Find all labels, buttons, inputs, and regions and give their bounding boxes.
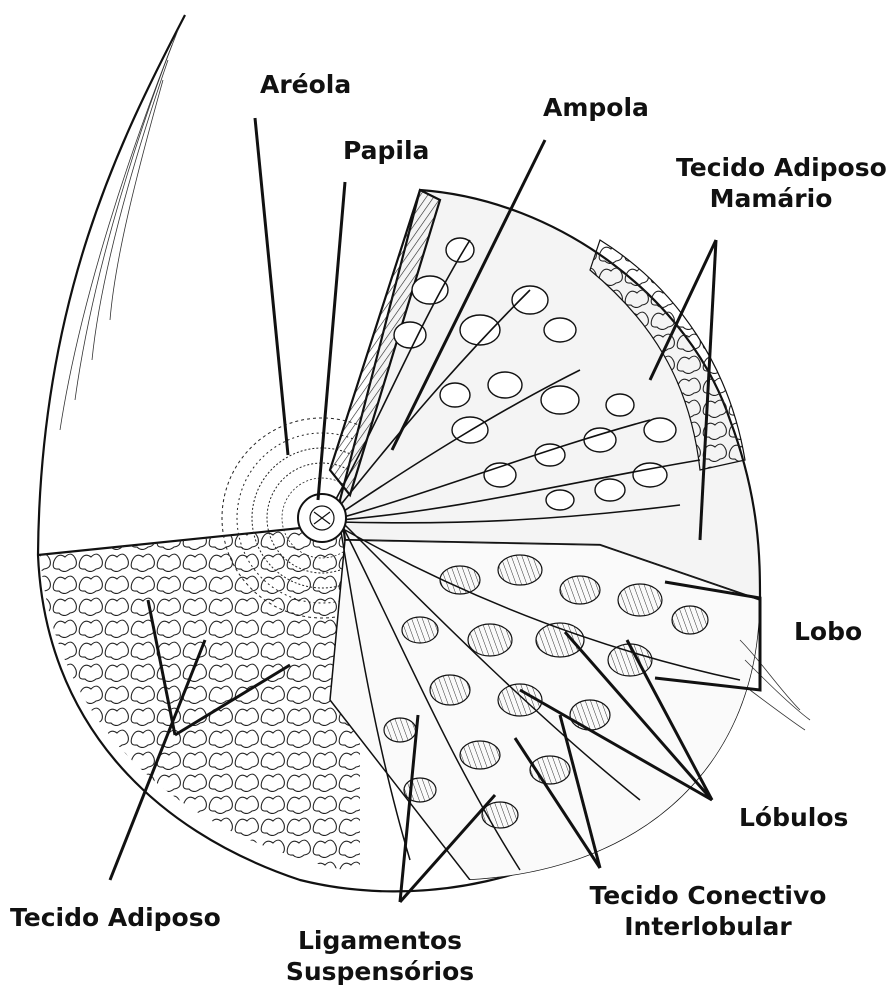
label-tecido-adiposo-mamario-line2: Mamário (676, 183, 866, 214)
label-tecido-adiposo-mamario-line1: Tecido Adiposo (676, 152, 866, 183)
label-tecido-adiposo: Tecido Adiposo (10, 902, 221, 933)
label-tecido-conectivo-interlobular: Tecido Conectivo Interlobular (588, 880, 828, 942)
label-tecido-conectivo-line2: Interlobular (588, 911, 828, 942)
label-tecido-conectivo-line1: Tecido Conectivo (588, 880, 828, 911)
nipple (298, 494, 346, 542)
label-lobulos: Lóbulos (739, 802, 848, 833)
label-ligamentos-line1: Ligamentos (285, 925, 475, 956)
label-ligamentos-suspensorios: Ligamentos Suspensórios (285, 925, 475, 987)
label-ligamentos-line2: Suspensórios (285, 956, 475, 987)
label-areola: Aréola (260, 69, 351, 100)
label-tecido-adiposo-mamario: Tecido Adiposo Mamário (676, 152, 866, 214)
label-lobo: Lobo (794, 616, 862, 647)
ligament-section (330, 540, 760, 880)
skin-striations (60, 30, 178, 430)
label-papila: Papila (343, 135, 429, 166)
label-ampola: Ampola (543, 92, 649, 123)
